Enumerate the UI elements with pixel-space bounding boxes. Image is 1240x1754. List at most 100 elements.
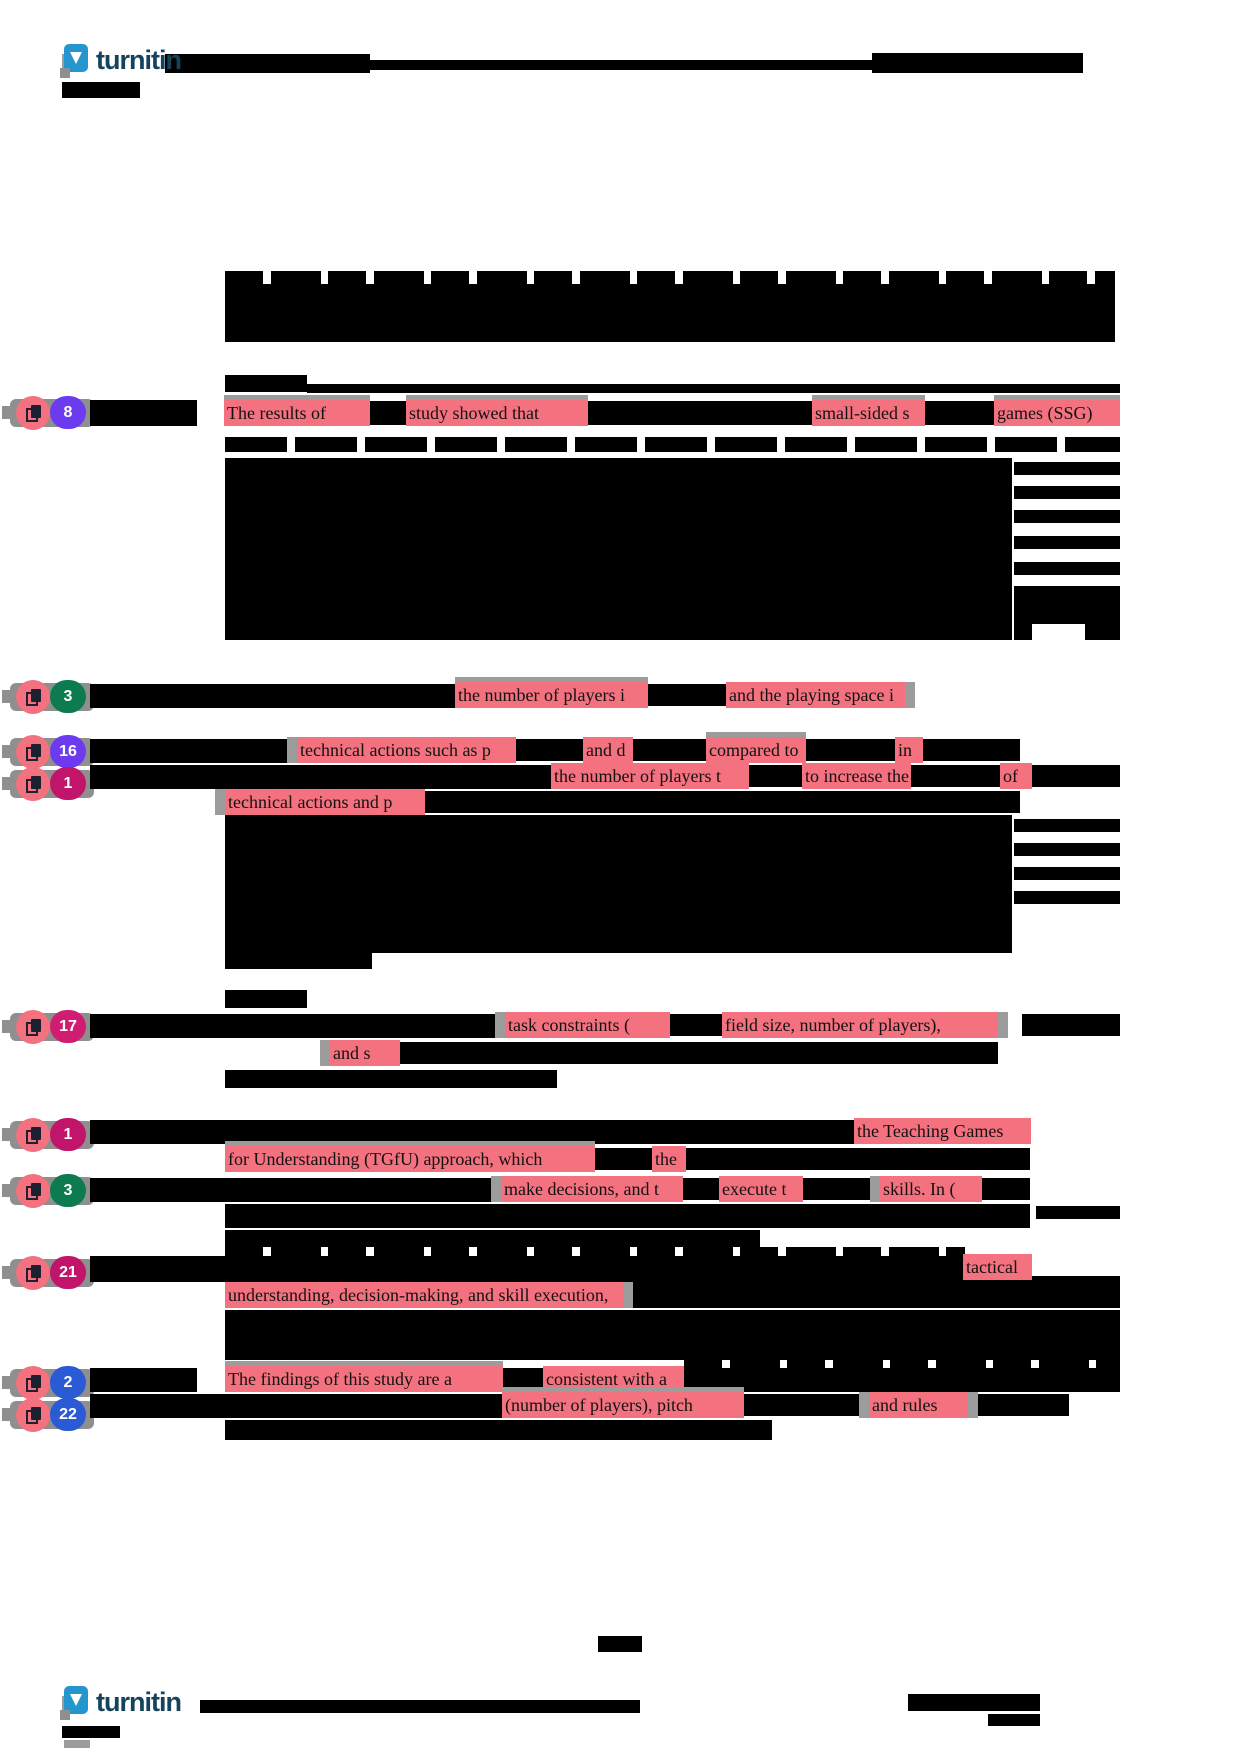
redaction-bar (925, 401, 994, 425)
match-icon-badge[interactable] (16, 680, 50, 714)
highlighted-text[interactable]: study showed that (406, 400, 588, 426)
redaction-bar (90, 1178, 501, 1202)
pages-icon (25, 1126, 41, 1144)
highlighted-text[interactable]: to increase the (802, 763, 911, 789)
match-icon-badge[interactable] (16, 1174, 50, 1208)
redaction-bar (595, 1148, 652, 1170)
highlighted-text[interactable]: technical actions and p (225, 789, 425, 815)
redaction-bar (686, 1148, 1030, 1170)
highlighted-text[interactable]: The findings of this study are a (225, 1366, 503, 1392)
redaction-bar (225, 1230, 760, 1248)
highlighted-text[interactable]: (number of players), pitch (502, 1392, 744, 1418)
redaction-bar (225, 1204, 1030, 1228)
redaction-bar (684, 1360, 1120, 1368)
match-icon-badge[interactable] (16, 735, 50, 769)
redaction-bar (1022, 1014, 1120, 1036)
highlighted-text[interactable]: make decisions, and t (501, 1176, 683, 1202)
turnitin-logo-icon (60, 1686, 90, 1727)
turnitin-logo-text: turnitin (96, 45, 182, 75)
redaction-bar (370, 401, 406, 425)
highlighted-text[interactable]: and s (330, 1040, 400, 1066)
redaction-bar (982, 1178, 1030, 1200)
redaction-bar-footer-title (200, 1700, 640, 1713)
redaction-bar (225, 953, 372, 969)
highlighted-text[interactable]: and the playing space i (726, 682, 905, 708)
redaction-bar (749, 765, 802, 787)
highlighted-text[interactable]: for Understanding (TGfU) approach, which (225, 1146, 595, 1172)
highlighted-text[interactable]: and rules (869, 1392, 968, 1418)
redacted-paragraph (225, 458, 1012, 640)
match-icon-badge[interactable] (16, 1398, 50, 1432)
redaction-bar (307, 384, 1120, 393)
redaction-bar (648, 684, 726, 706)
pages-icon (25, 1264, 41, 1282)
redacted-title-top (225, 271, 1115, 285)
match-source-badge[interactable]: 1 (50, 1118, 86, 1151)
match-icon-badge[interactable] (16, 767, 50, 801)
highlighted-text[interactable]: execute t (719, 1176, 803, 1202)
match-source-badge[interactable]: 1 (50, 767, 86, 800)
redaction-bar (683, 1178, 719, 1200)
match-icon-badge[interactable] (16, 1366, 50, 1400)
match-source-badge[interactable]: 17 (50, 1010, 86, 1043)
match-source-badge[interactable]: 8 (50, 396, 86, 429)
gray-marker (64, 1740, 90, 1748)
turnitin-logo: turnitin (60, 44, 182, 85)
redaction-bar (225, 990, 307, 1008)
highlighted-text[interactable]: tactical (963, 1254, 1032, 1280)
match-source-badge[interactable]: 3 (50, 680, 86, 713)
highlighted-text[interactable]: technical actions such as p (297, 737, 516, 763)
highlighted-text[interactable]: compared to (706, 737, 806, 763)
redaction-bar (1014, 486, 1120, 499)
redaction-bar (425, 791, 1020, 813)
redaction-bar (911, 765, 1000, 787)
highlighted-text[interactable]: small-sided s (812, 400, 925, 426)
redaction-bar (90, 1014, 505, 1038)
redaction-bar (1014, 536, 1120, 549)
match-source-badge[interactable]: 16 (50, 735, 86, 768)
redaction-bar (923, 739, 1020, 761)
redacted-paragraph (225, 815, 1012, 953)
highlighted-text[interactable]: and d (583, 737, 633, 763)
redaction-bar (90, 1120, 854, 1144)
redaction-bar (400, 1042, 998, 1064)
pages-icon (25, 1374, 41, 1392)
match-icon-badge[interactable] (16, 1010, 50, 1044)
highlighted-text[interactable]: of (1000, 763, 1032, 789)
match-source-badge[interactable]: 21 (50, 1256, 86, 1289)
highlighted-text[interactable]: the number of players t (551, 763, 749, 789)
redaction-bar (90, 400, 197, 426)
redaction-bar (90, 739, 297, 763)
redaction-bar (516, 739, 583, 761)
redaction-bar (62, 1726, 120, 1738)
match-icon-badge[interactable] (16, 1256, 50, 1290)
redacted-title (225, 284, 1115, 342)
match-icon-badge[interactable] (16, 396, 50, 430)
redaction-bar-header-title (165, 54, 370, 73)
highlighted-text[interactable]: field size, number of players), (722, 1012, 998, 1038)
highlighted-text[interactable]: in (895, 737, 923, 763)
highlighted-text[interactable]: the (652, 1146, 686, 1172)
highlighted-text[interactable]: understanding, decision-making, and skil… (225, 1282, 623, 1308)
highlighted-text[interactable]: consistent with a (543, 1366, 684, 1392)
highlighted-text[interactable]: the number of players i (455, 682, 648, 708)
match-source-badge[interactable]: 3 (50, 1174, 86, 1207)
highlighted-text[interactable]: skills. In ( (880, 1176, 982, 1202)
redaction-bar (633, 739, 706, 761)
turnitin-logo-text: turnitin (96, 1687, 182, 1717)
pages-icon (25, 1406, 41, 1424)
match-source-badge[interactable]: 22 (50, 1398, 86, 1431)
highlighted-text[interactable]: task constraints ( (505, 1012, 670, 1038)
redaction-bar (1014, 562, 1120, 575)
pages-icon (25, 1182, 41, 1200)
highlighted-text[interactable]: games (SSG) (994, 400, 1120, 426)
redaction-bar-footer-id (908, 1694, 1040, 1711)
highlighted-text[interactable]: the Teaching Games (854, 1118, 1031, 1144)
highlighted-text[interactable]: The results of (224, 400, 370, 426)
match-icon-badge[interactable] (16, 1118, 50, 1152)
redaction-bar (503, 1368, 543, 1390)
redacted-heading (225, 375, 307, 392)
match-source-badge[interactable]: 2 (50, 1366, 86, 1399)
redaction-bar (90, 1394, 502, 1418)
